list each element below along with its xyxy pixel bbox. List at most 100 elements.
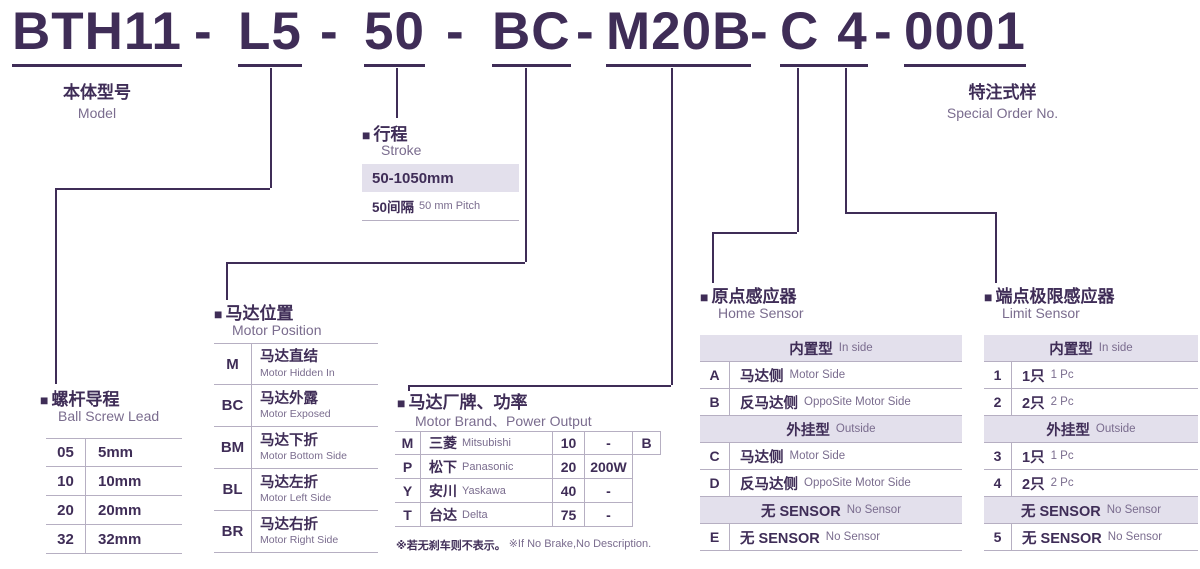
brand-code: T (395, 503, 421, 527)
brand-name-zh: 台达 (429, 506, 457, 523)
stroke-pitch: 50间隔 50 mm Pitch (362, 192, 519, 221)
sensor-type-header: 无 SENSOR No Sensor (700, 497, 962, 524)
connector-line (712, 232, 714, 283)
sensor-type-header: 外挂型 Outside (984, 416, 1198, 443)
sensor-name: 马达侧 Motor Side (730, 443, 845, 469)
position-name: 马达右折 Motor Right Side (252, 511, 338, 552)
lead-value: 10mm (98, 472, 142, 490)
sensor-name-zh: 1只 (1022, 368, 1045, 385)
brand-name-en: Mitsubishi (462, 437, 511, 449)
position-name: 马达直结 Motor Hidden In (252, 344, 335, 384)
sensor-type-zh: 内置型 (789, 341, 833, 358)
model-code-lead: L5 (238, 2, 302, 67)
sensor-name: 马达侧 Motor Side (730, 362, 845, 388)
brake-code: B (633, 431, 661, 455)
brand-name-zh: 安川 (429, 482, 457, 499)
table-row: BC 马达外露 Motor Exposed (214, 385, 378, 427)
model-code-limit-sensor: 4 (837, 2, 868, 61)
sensor-name-zh: 反马达侧 (740, 395, 798, 412)
dash-separator: - (446, 2, 465, 61)
sensor-code: D (700, 470, 730, 496)
position-code: BM (214, 427, 252, 468)
sensor-name-zh: 2只 (1022, 476, 1045, 493)
square-bullet-icon: ■ (397, 395, 406, 411)
table-row: A 马达侧 Motor Side (700, 362, 962, 389)
position-name-zh: 马达下折 (260, 432, 318, 449)
square-bullet-icon: ■ (700, 289, 709, 305)
square-bullet-icon: ■ (362, 127, 371, 143)
table-row: 2 2只 2 Pc (984, 389, 1198, 416)
square-bullet-icon: ■ (214, 306, 223, 322)
lead-code: 32 (46, 525, 86, 553)
output-value: - (585, 431, 633, 455)
sensor-name: 1只 1 Pc (1012, 443, 1074, 469)
position-name-zh: 马达右折 (260, 516, 318, 533)
sensor-type-zh: 外挂型 (1046, 422, 1090, 439)
sensor-name-en: 1 Pc (1050, 450, 1074, 462)
sensor-code: 1 (984, 362, 1012, 388)
brand-name-en: Delta (462, 508, 488, 521)
sensor-type-en: Outside (835, 423, 876, 435)
lead-code: 10 (46, 467, 86, 495)
sensor-name: 2只 2 Pc (1012, 470, 1074, 496)
connector-line (845, 68, 847, 212)
position-code: M (214, 344, 252, 384)
dash-separator: - (194, 2, 213, 61)
connector-line (408, 385, 671, 387)
sensor-name-zh: 1只 (1022, 449, 1045, 466)
home-sensor-table: 内置型 In side A 马达侧 Motor Side B 反马达侧 Oppo… (700, 335, 962, 551)
sensor-type-header: 内置型 In side (700, 335, 962, 362)
brand-code: M (395, 431, 421, 455)
dash-separator: - (576, 2, 595, 61)
sensor-name-en: 2 Pc (1050, 396, 1074, 408)
brand-name: 松下 Panasonic (421, 455, 553, 479)
motor-brand-title-en: Motor Brand、Power Output (415, 413, 592, 429)
brake-code (633, 455, 661, 479)
brake-note-zh: ※若无刹车则不表示。 (396, 540, 506, 552)
brand-name: 台达 Delta (421, 503, 553, 527)
dash-separator: - (750, 2, 769, 61)
sensor-name-en: No Sensor (1107, 531, 1163, 543)
table-row: BM 马达下折 Motor Bottom Side (214, 427, 378, 469)
sensor-type-header: 外挂型 Outside (700, 416, 962, 443)
home-sensor-title-en: Home Sensor (718, 305, 804, 321)
model-code-special: 0001 (904, 2, 1026, 67)
output-value: - (585, 503, 633, 527)
sensor-code: 5 (984, 524, 1012, 550)
sensor-name-zh: 无 SENSOR (1022, 530, 1102, 547)
sensor-type-en: No Sensor (1106, 504, 1162, 516)
connector-line (797, 68, 799, 232)
connector-line (55, 188, 57, 384)
brake-note-en: ※If No Brake,No Description. (508, 538, 652, 550)
stroke-pitch-en: 50 mm Pitch (419, 200, 481, 212)
model-code-sensor-group: C 4 (780, 2, 868, 67)
connector-line (671, 68, 673, 385)
sensor-name-en: OppoSite Motor Side (804, 477, 911, 489)
brand-name-en: Panasonic (462, 460, 514, 473)
table-row: 20 20mm (46, 496, 182, 525)
stroke-title-en: Stroke (381, 142, 422, 158)
ball-screw-lead-title: ■螺杆导程 (40, 385, 119, 410)
limit-sensor-table: 内置型 In side 1 1只 1 Pc 2 2只 2 Pc 外挂型 Outs… (984, 335, 1198, 551)
sensor-code: C (700, 443, 730, 469)
table-row: T 台达 Delta 75 - (395, 503, 661, 527)
sensor-name: 无 SENSOR No Sensor (730, 524, 880, 550)
sensor-type-en: In side (838, 342, 873, 354)
table-row: 05 5mm (46, 438, 182, 467)
brand-name-en: Yaskawa (462, 484, 506, 497)
motor-brand-title-zh: 马达厂牌、功率 (408, 393, 528, 412)
model-label-zh: 本体型号 (63, 83, 131, 102)
sensor-type-zh: 外挂型 (786, 422, 830, 439)
table-row: BR 马达右折 Motor Right Side (214, 511, 378, 553)
sensor-name: 反马达侧 OppoSite Motor Side (730, 389, 911, 415)
sensor-type-zh: 内置型 (1049, 341, 1093, 358)
table-row: 3 1只 1 Pc (984, 443, 1198, 470)
brand-name: 三菱 Mitsubishi (421, 431, 553, 455)
motor-position-title-en: Motor Position (232, 322, 322, 338)
connector-line (226, 262, 228, 300)
sensor-type-zh: 无 SENSOR (1020, 503, 1101, 520)
motor-position-title-zh: 马达位置 (225, 304, 294, 323)
sensor-type-header: 无 SENSOR No Sensor (984, 497, 1198, 524)
table-row: B 反马达侧 OppoSite Motor Side (700, 389, 962, 416)
square-bullet-icon: ■ (984, 289, 993, 305)
